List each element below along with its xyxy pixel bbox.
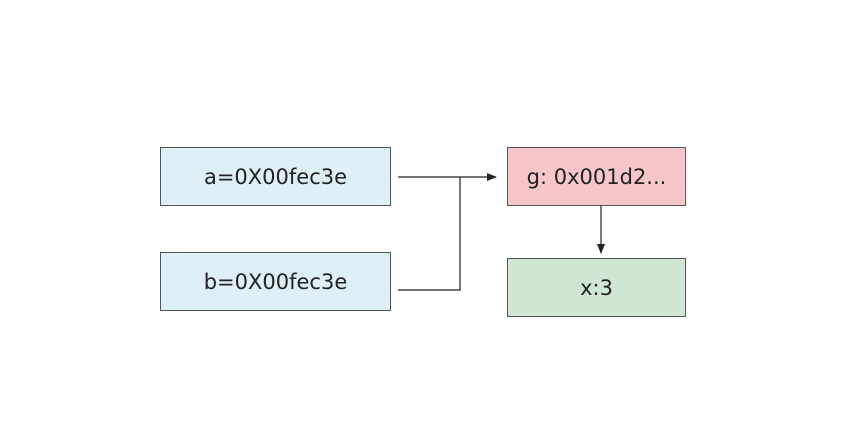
node-x: x:3: [507, 258, 686, 317]
node-g: g: 0x001d2...: [507, 147, 686, 206]
node-a-label: a=0X00fec3e: [203, 164, 348, 189]
node-g-label: g: 0x001d2...: [526, 164, 667, 189]
node-a: a=0X00fec3e: [160, 147, 391, 206]
node-b-label: b=0X00fec3e: [203, 269, 348, 294]
edge-b-to-g: [398, 177, 461, 291]
node-b: b=0X00fec3e: [160, 252, 391, 311]
node-x-label: x:3: [580, 275, 613, 300]
